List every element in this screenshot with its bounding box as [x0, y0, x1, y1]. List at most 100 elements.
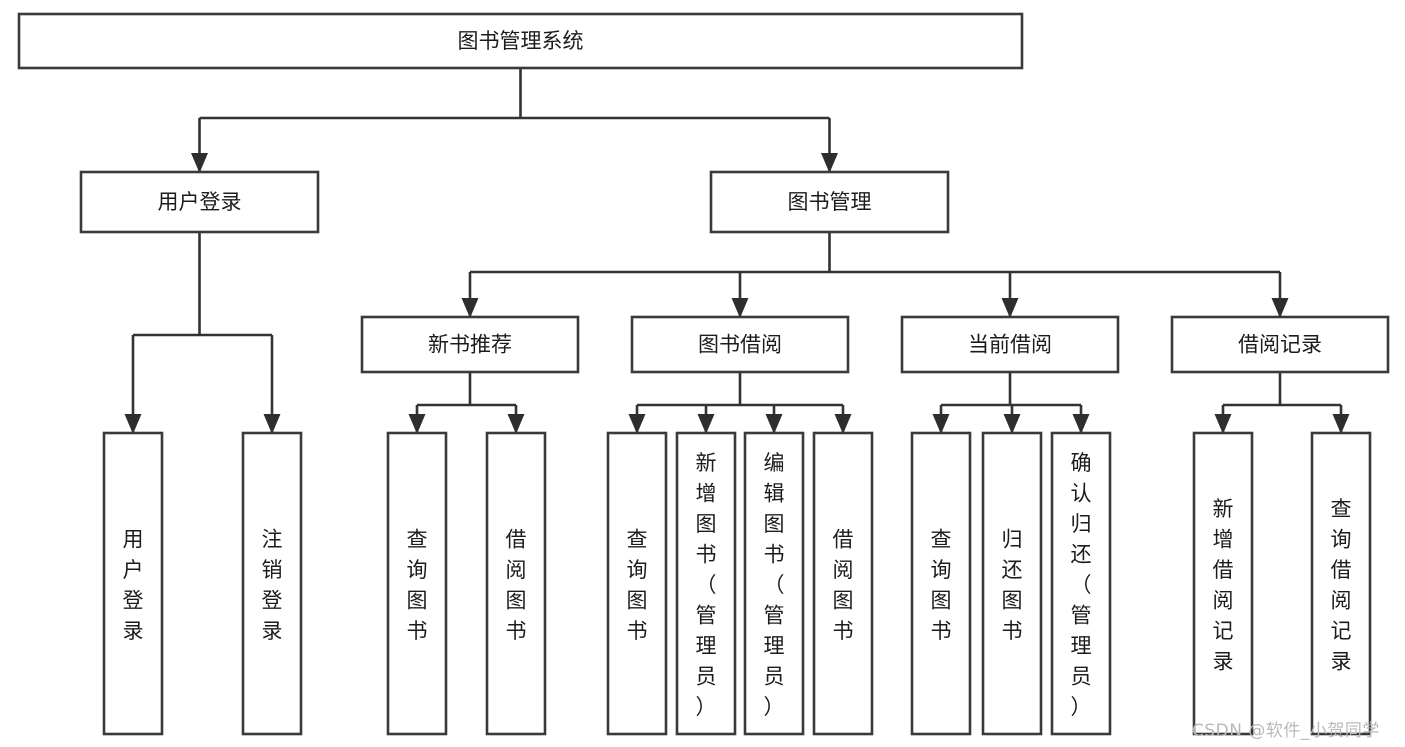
node-label-book-management: 图书管理	[788, 190, 872, 214]
node-label-leaf-borrow-book-2-char-3: 书	[833, 619, 854, 643]
node-label-leaf-borrow-book-1-char-3: 书	[506, 619, 527, 643]
node-label-leaf-return-book-char-0: 归	[1002, 527, 1023, 551]
node-book-borrow[interactable]: 图书借阅	[630, 315, 850, 374]
node-box-leaf-query-book-1	[386, 431, 448, 736]
node-label-leaf-edit-book-char-7: 员	[764, 665, 785, 689]
node-label-leaf-edit-book-char-0: 编	[764, 451, 785, 475]
node-label-leaf-borrow-book-1-char-1: 阅	[506, 558, 527, 582]
node-label-leaf-add-book-char-0: 新	[696, 451, 717, 475]
node-label-book-borrow: 图书借阅	[698, 333, 782, 357]
node-label-leaf-add-record-char-1: 增	[1213, 527, 1234, 551]
node-user-login[interactable]: 用户登录	[79, 170, 320, 234]
arrow-head-leaf-query-book-1	[408, 414, 426, 434]
node-label-leaf-logout-char-2: 登	[262, 588, 283, 612]
arrow-head-leaf-confirm-return	[1072, 414, 1090, 434]
node-label-leaf-add-book-char-2: 图	[696, 512, 717, 536]
node-label-leaf-confirm-return-char-5: 管	[1071, 604, 1092, 628]
node-label-leaf-confirm-return-char-2: 归	[1071, 512, 1092, 536]
node-box-current-borrow	[900, 315, 1120, 374]
node-label-leaf-query-book-2-char-0: 查	[627, 527, 648, 551]
arrow-head-book-management	[821, 153, 838, 173]
node-label-leaf-query-book-1-char-2: 图	[407, 588, 428, 612]
node-label-leaf-edit-book-char-1: 辑	[764, 482, 785, 506]
node-label-leaf-borrow-book-2-char-1: 阅	[833, 558, 854, 582]
node-label-leaf-query-book-2-char-2: 图	[627, 588, 648, 612]
node-label-leaf-edit-book-char-3: 书	[764, 543, 785, 567]
node-label-leaf-add-book-char-7: 员	[696, 665, 717, 689]
node-label-leaf-query-record-char-5: 录	[1331, 649, 1352, 673]
node-label-leaf-add-record-char-5: 录	[1213, 649, 1234, 673]
node-label-leaf-query-record-char-1: 询	[1331, 527, 1352, 551]
node-label-leaf-return-book-char-1: 还	[1002, 558, 1023, 582]
node-box-new-book-recommend	[360, 315, 580, 374]
node-box-leaf-query-book-3	[910, 431, 972, 736]
node-label-leaf-add-book-char-1: 增	[696, 482, 717, 506]
node-label-root: 图书管理系统	[458, 29, 584, 53]
node-box-leaf-return-book	[981, 431, 1043, 736]
node-label-leaf-confirm-return-char-4: （	[1071, 573, 1092, 597]
arrow-head-leaf-edit-book	[765, 414, 783, 434]
arrow-head-leaf-logout	[263, 414, 281, 434]
node-label-leaf-edit-book-char-4: （	[764, 573, 785, 597]
node-label-leaf-borrow-book-2-char-0: 借	[833, 527, 854, 551]
node-label-leaf-query-book-3-char-0: 查	[931, 527, 952, 551]
node-book-management[interactable]: 图书管理	[709, 170, 950, 234]
arrow-head-leaf-query-book-3	[932, 414, 950, 434]
arrow-head-new-book-recommend	[461, 298, 479, 318]
node-label-leaf-query-record-char-0: 查	[1331, 497, 1352, 521]
node-label-leaf-borrow-book-1-char-2: 图	[506, 588, 527, 612]
arrow-head-leaf-borrow-book-1	[507, 414, 525, 434]
arrow-head-leaf-add-book	[697, 414, 715, 434]
node-label-leaf-user-login-char-1: 户	[123, 558, 144, 582]
node-label-leaf-logout-char-1: 销	[262, 558, 283, 582]
node-label-leaf-query-book-3-char-3: 书	[931, 619, 952, 643]
arrow-head-leaf-borrow-book-2	[834, 414, 852, 434]
node-new-book-recommend[interactable]: 新书推荐	[360, 315, 580, 374]
node-leaf-user-login[interactable]: 用户登录	[102, 431, 164, 736]
node-label-leaf-add-book-char-5: 管	[696, 604, 717, 628]
node-label-leaf-query-book-3-char-2: 图	[931, 588, 952, 612]
node-label-leaf-confirm-return-char-3: 还	[1071, 543, 1092, 567]
node-box-leaf-edit-book	[743, 431, 805, 736]
node-label-leaf-borrow-book-2-char-2: 图	[833, 588, 854, 612]
node-label-borrow-records: 借阅记录	[1238, 333, 1322, 357]
node-label-leaf-query-book-2-char-1: 询	[627, 558, 648, 582]
node-box-book-management	[709, 170, 950, 234]
node-box-leaf-add-record	[1192, 431, 1254, 736]
node-borrow-records[interactable]: 借阅记录	[1170, 315, 1390, 374]
connector-layer	[124, 68, 1350, 434]
node-label-leaf-logout-char-0: 注	[262, 527, 283, 551]
node-box-leaf-borrow-book-2	[812, 431, 874, 736]
node-box-root	[17, 12, 1024, 70]
node-label-leaf-edit-book-char-8: ）	[764, 695, 785, 719]
node-label-leaf-add-record-char-4: 记	[1213, 619, 1234, 643]
node-box-leaf-user-login	[102, 431, 164, 736]
arrow-head-book-borrow	[731, 298, 749, 318]
node-label-leaf-add-book-char-6: 理	[696, 634, 717, 658]
node-label-user-login: 用户登录	[158, 190, 242, 214]
arrow-head-leaf-query-record	[1332, 414, 1350, 434]
node-label-leaf-user-login-char-3: 录	[123, 619, 144, 643]
arrow-head-borrow-records	[1271, 298, 1289, 318]
node-box-leaf-query-record	[1310, 431, 1372, 736]
node-current-borrow[interactable]: 当前借阅	[900, 315, 1120, 374]
node-box-leaf-borrow-book-1	[485, 431, 547, 736]
node-label-leaf-query-book-2-char-3: 书	[627, 619, 648, 643]
node-label-leaf-add-record-char-2: 借	[1213, 558, 1234, 582]
node-root[interactable]: 图书管理系统	[17, 12, 1024, 70]
node-label-leaf-user-login-char-2: 登	[123, 588, 144, 612]
